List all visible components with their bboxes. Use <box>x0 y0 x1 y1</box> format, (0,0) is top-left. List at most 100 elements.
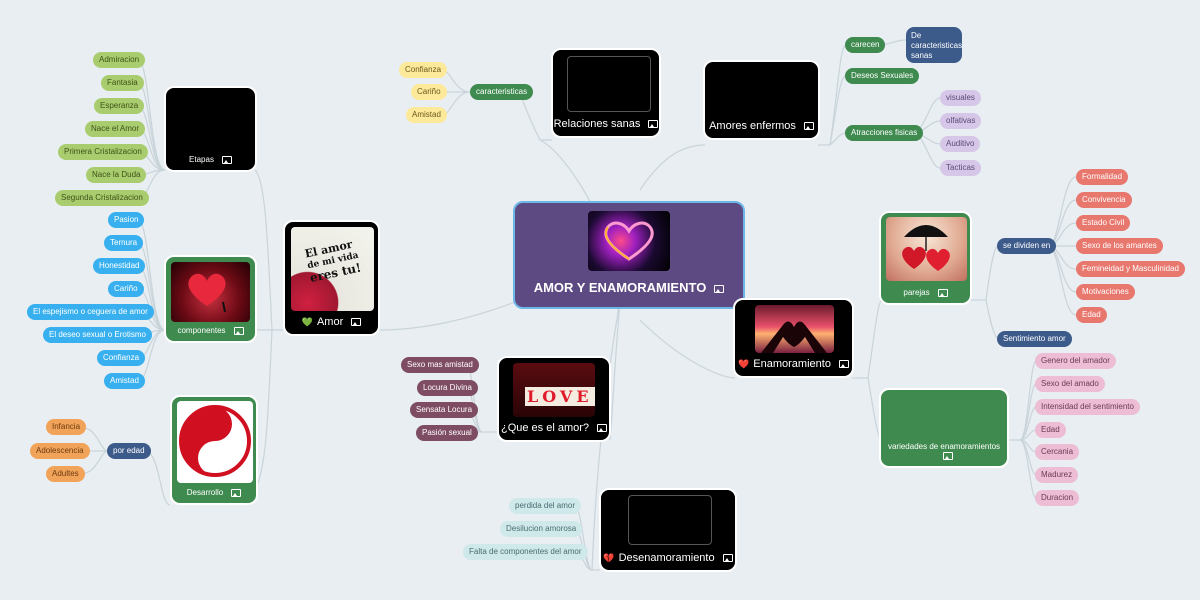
etapas-item[interactable]: Primera Cristalizacion <box>58 144 148 160</box>
componentes-item[interactable]: Cariño <box>108 281 144 297</box>
relaciones-item[interactable]: Amistad <box>406 107 447 123</box>
relaciones-item[interactable]: Confianza <box>399 62 448 78</box>
parejas-item[interactable]: Convivencia <box>1076 192 1132 208</box>
desenamoramiento-item[interactable]: Desilucion amorosa <box>500 521 583 537</box>
image-icon <box>233 326 244 335</box>
two-hearts-umbrella-icon <box>902 225 950 271</box>
central-title: AMOR Y ENAMORAMIENTO <box>515 280 743 295</box>
central-topic[interactable]: AMOR Y ENAMORAMIENTO <box>513 201 745 309</box>
por-edad-node[interactable]: por edad <box>107 443 151 459</box>
relaciones-sanas-title: Relaciones sanas <box>553 118 659 130</box>
que-es-el-amor-topic[interactable]: LOVE ¿Que es el amor? <box>497 356 611 442</box>
deseos-sexuales-node[interactable]: Deseos Sexuales <box>845 68 920 84</box>
enamoramiento-topic[interactable]: ❤️Enamoramiento <box>733 298 854 378</box>
componentes-title: componentes <box>166 326 255 335</box>
variedades-item[interactable]: Intensidad del sentimiento <box>1035 399 1140 415</box>
caracteristicas-node[interactable]: caracteristicas <box>470 84 534 100</box>
parejas-title: parejas <box>881 288 970 297</box>
image-icon <box>722 554 733 563</box>
atracciones-item[interactable]: Tacticas <box>940 160 981 176</box>
image-icon <box>231 488 242 497</box>
image-icon <box>351 318 362 327</box>
etapas-item[interactable]: Nace la Duda <box>86 167 147 183</box>
componentes-item[interactable]: Honestidad <box>93 258 146 274</box>
desarrollo-topic[interactable]: Desarrollo <box>170 395 258 505</box>
desarrollo-item[interactable]: Infancia <box>46 419 87 435</box>
componentes-item[interactable]: El deseo sexual o Erotismo <box>43 327 152 343</box>
variedades-item[interactable]: Genero del amador <box>1035 353 1116 369</box>
carecen-node[interactable]: carecen <box>845 37 886 53</box>
amores-enfermos-title: Amores enfermos <box>705 120 818 132</box>
amor-title: 💚Amor <box>285 316 378 328</box>
green-heart-icon: 💚 <box>301 317 313 327</box>
que-es-item[interactable]: Sensata Locura <box>410 402 479 418</box>
componentes-item[interactable]: Confianza <box>97 350 146 366</box>
componentes-item[interactable]: Ternura <box>104 235 144 251</box>
red-heart-icon <box>188 273 226 313</box>
parejas-item[interactable]: Edad <box>1076 307 1107 323</box>
componentes-heart-image <box>171 262 250 322</box>
image-icon <box>838 360 849 369</box>
variedades-item[interactable]: Madurez <box>1035 467 1079 483</box>
etapas-item[interactable]: Esperanza <box>94 98 145 114</box>
atracciones-item[interactable]: Auditivo <box>940 136 981 152</box>
etapas-item[interactable]: Admiracion <box>93 52 146 68</box>
etapas-item[interactable]: Fantasia <box>101 75 144 91</box>
relaciones-sanas-topic[interactable]: Relaciones sanas <box>551 48 661 138</box>
componentes-item[interactable]: Amistad <box>104 373 145 389</box>
parejas-item[interactable]: Estado Civil <box>1076 215 1131 231</box>
desarrollo-item[interactable]: Adultes <box>46 466 85 482</box>
desenamoramiento-item[interactable]: Falta de componentes del amor <box>463 544 588 560</box>
relaciones-item[interactable]: Cariño <box>411 84 447 100</box>
yin-yang-hearts-icon <box>179 405 251 477</box>
desenamoramiento-topic[interactable]: 💔Desenamoramiento <box>599 488 737 572</box>
enamoramiento-title: ❤️Enamoramiento <box>735 358 852 370</box>
desarrollo-title: Desarrollo <box>172 488 256 497</box>
image-icon <box>714 284 725 293</box>
red-heart-icon: ❤️ <box>738 359 750 369</box>
broken-image-placeholder <box>567 56 651 112</box>
componentes-item[interactable]: El espejismo o ceguera de amor <box>27 304 154 320</box>
etapas-item[interactable]: Nace el Amor <box>85 121 146 137</box>
parejas-hearts-image <box>886 217 967 281</box>
variedades-item[interactable]: Sexo del amado <box>1035 376 1105 392</box>
carecen-child-node[interactable]: De caracteristicas sanas <box>906 27 962 63</box>
parejas-item[interactable]: Motivaciones <box>1076 284 1135 300</box>
amor-card-image: El amor de mi vida eres tu! <box>291 227 374 311</box>
broken-heart-icon: 💔 <box>603 553 615 563</box>
componentes-topic[interactable]: componentes <box>164 255 257 343</box>
atracciones-item[interactable]: olfativas <box>940 113 982 129</box>
etapas-item[interactable]: Segunda Cristalizacion <box>55 190 149 206</box>
se-dividen-en-node[interactable]: se dividen en <box>997 238 1057 254</box>
image-icon <box>937 288 948 297</box>
atracciones-item[interactable]: visuales <box>940 90 981 106</box>
love-cards-image: LOVE <box>513 363 595 417</box>
amor-card-text: El amor de mi vida eres tu! <box>303 237 363 285</box>
variedades-item[interactable]: Cercania <box>1035 444 1080 460</box>
atracciones-fisicas-node[interactable]: Atracciones fisicas <box>845 125 924 141</box>
image-icon <box>943 451 953 460</box>
desarrollo-yinyang-image <box>177 401 253 483</box>
que-es-el-amor-title: ¿Que es el amor? <box>499 422 609 434</box>
que-es-item[interactable]: Sexo mas amistad <box>401 357 479 373</box>
que-es-item[interactable]: Pasión sexual <box>416 425 478 441</box>
variedades-topic[interactable]: variedades de enamoramientos <box>879 388 1009 468</box>
amores-enfermos-topic[interactable]: Amores enfermos <box>703 60 820 140</box>
parejas-item[interactable]: Femineidad y Masculinidad <box>1076 261 1185 277</box>
sentimiento-amor-node[interactable]: Sentimiento amor <box>997 331 1072 347</box>
componentes-item[interactable]: Pasion <box>108 212 145 228</box>
que-es-item[interactable]: Locura Divina <box>417 380 478 396</box>
image-icon <box>597 424 608 433</box>
parejas-topic[interactable]: parejas <box>879 211 972 305</box>
variedades-title: variedades de enamoramientos <box>881 442 1007 460</box>
parejas-item[interactable]: Sexo de los amantes <box>1076 238 1163 254</box>
etapas-title: Etapas <box>166 155 255 164</box>
amor-topic[interactable]: El amor de mi vida eres tu! 💚Amor <box>283 220 380 336</box>
etapas-topic[interactable]: Etapas <box>164 86 257 172</box>
hands-heart-icon <box>761 321 827 353</box>
parejas-item[interactable]: Formalidad <box>1076 169 1129 185</box>
desarrollo-item[interactable]: Adolescencia <box>30 443 90 459</box>
variedades-item[interactable]: Edad <box>1035 422 1066 438</box>
desenamoramiento-item[interactable]: perdida del amor <box>509 498 582 514</box>
variedades-item[interactable]: Duracion <box>1035 490 1080 506</box>
